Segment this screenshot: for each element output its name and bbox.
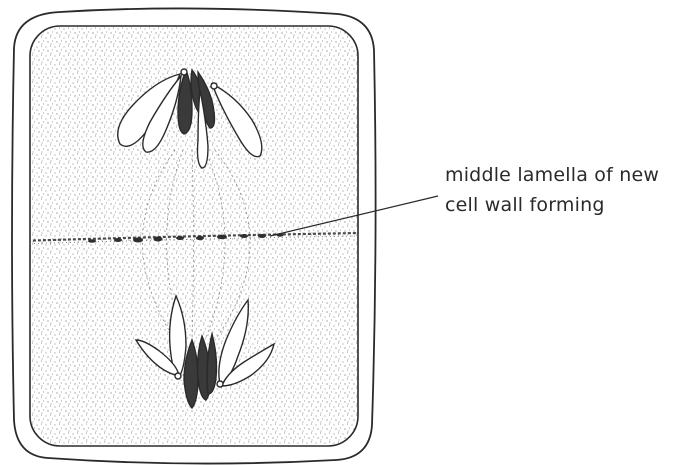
label-middle-lamella-line-2: cell wall forming <box>445 194 605 216</box>
label-middle-lamella-line-1: middle lamella of new <box>445 164 659 186</box>
